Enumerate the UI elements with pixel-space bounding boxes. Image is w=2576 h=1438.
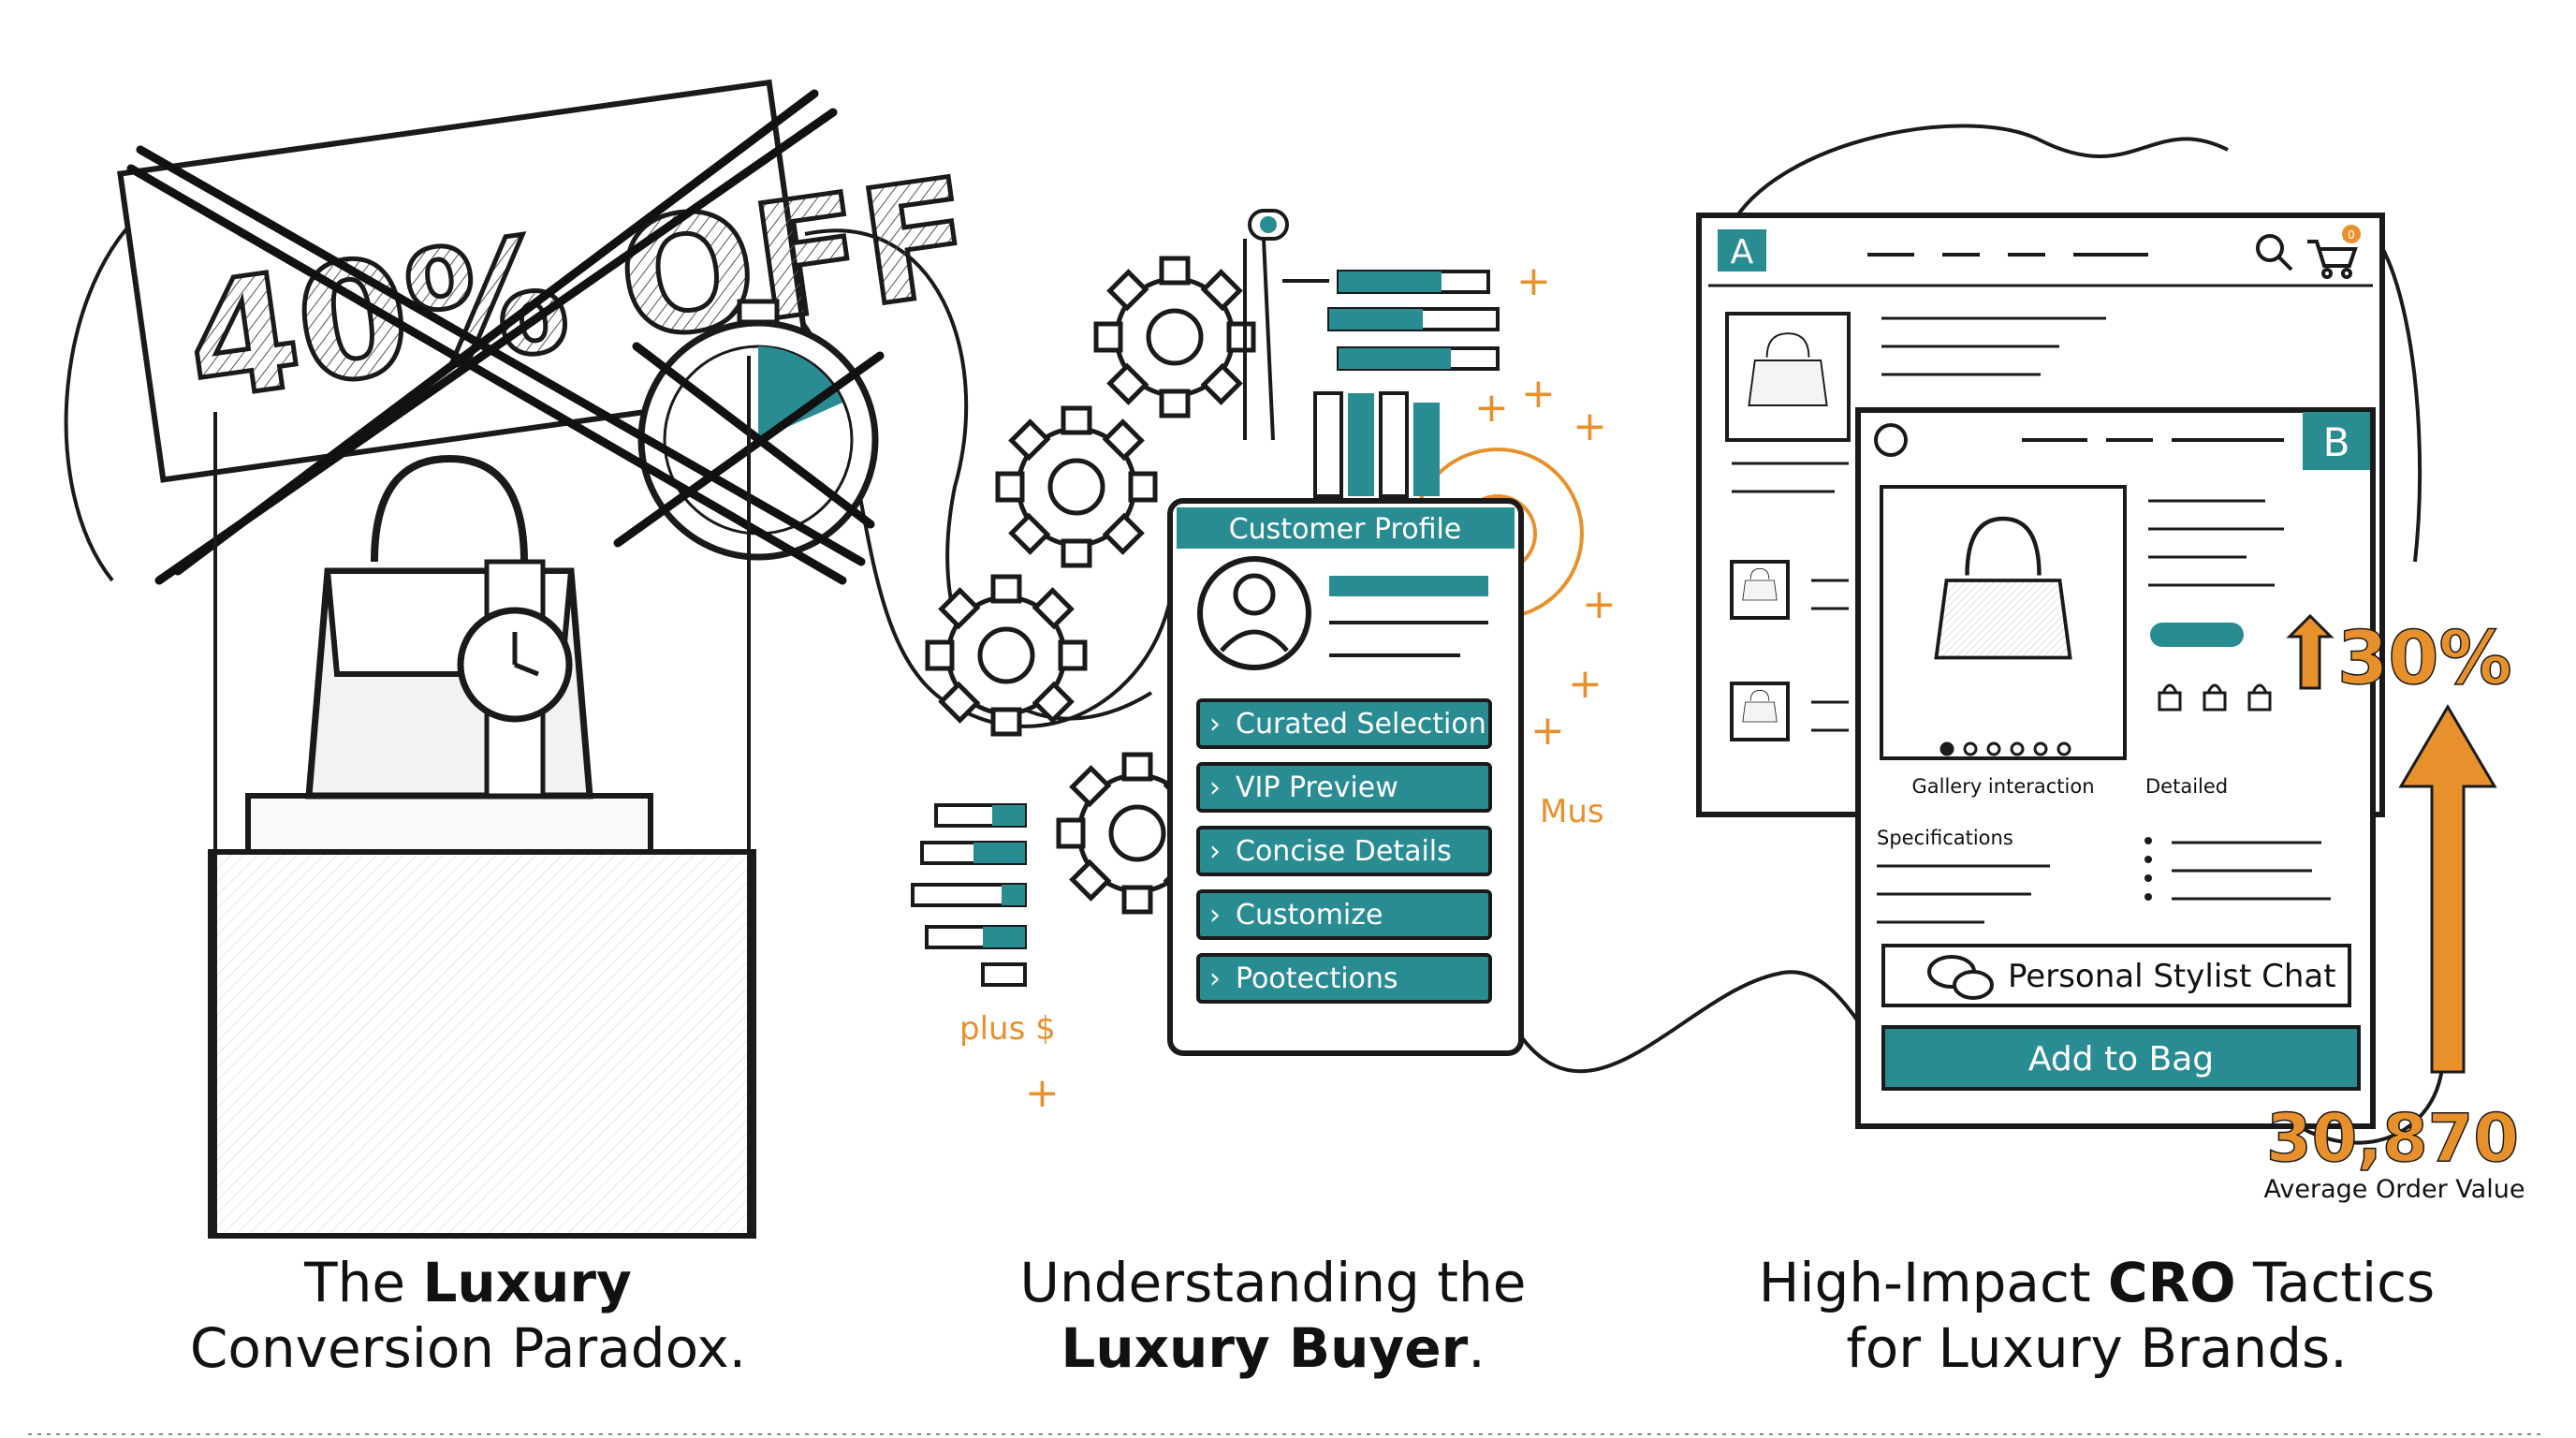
chat-bubbles-icon — [1927, 955, 1994, 1000]
aov-value: 30,870 — [2266, 1100, 2519, 1177]
menu-item-curated-selection[interactable]: › Curated Selection — [1196, 698, 1492, 749]
svg-text:+: + — [1530, 707, 1565, 755]
badge-b: B — [2323, 419, 2350, 465]
label-mus: Mus — [1540, 793, 1604, 830]
menu-item-label: Curated Selection — [1236, 708, 1486, 741]
cart-count-badge: 0 — [2348, 228, 2355, 242]
chevron-right-icon: › — [1209, 962, 1221, 995]
add-to-bag-button[interactable]: Add to Bag — [1881, 1025, 2361, 1091]
menu-item-vip-preview[interactable]: › VIP Preview — [1196, 762, 1492, 813]
menu-item-label: Customize — [1236, 899, 1383, 932]
product-page-variant-b: B Gallery interaction — [1855, 407, 2376, 1129]
menu-item-label: Pootections — [1236, 962, 1398, 995]
caption-luxury-buyer: Understanding the Luxury Buyer. — [1019, 1251, 1527, 1380]
panel-luxury-buyer: Customer Profile › Curated Selection › V… — [911, 209, 1617, 1117]
caption-cro-tactics: High-Impact CRO Tactics for Luxury Brand… — [1758, 1251, 2436, 1380]
uplift-arrows — [2286, 613, 2497, 1074]
svg-text:+: + — [1582, 580, 1617, 628]
menu-item-label: VIP Preview — [1236, 771, 1398, 804]
badge-a: A — [1731, 233, 1754, 271]
avatar-icon — [1197, 556, 1311, 670]
gallery-dots[interactable] — [1939, 741, 2071, 756]
svg-text:+: + — [1516, 257, 1551, 305]
profile-title: Customer Profile — [1229, 513, 1462, 546]
side-progress-bars — [911, 803, 1027, 987]
detailed-label: Detailed — [2145, 775, 2228, 798]
chevron-right-icon: › — [1209, 771, 1221, 804]
svg-text:+: + — [1521, 370, 1556, 418]
svg-text:+: + — [1573, 403, 1607, 450]
menu-item-concise-details[interactable]: › Concise Details — [1196, 826, 1492, 876]
profile-card: Customer Profile › Curated Selection › V… — [1167, 498, 1524, 1056]
handbag-with-watch-icon — [305, 454, 593, 800]
sale-sign-board — [117, 79, 815, 483]
menu-item-customize[interactable]: › Customize — [1196, 889, 1492, 940]
orange-plus-marks: + + + + + + + + — [1025, 257, 1617, 1117]
menu-item-label: Concise Details — [1236, 835, 1452, 868]
label-plus: plus $ — [959, 1010, 1056, 1048]
search-icon[interactable] — [2256, 234, 2293, 271]
add-to-bag-label: Add to Bag — [2028, 1040, 2214, 1078]
aov-label: Average Order Value — [2264, 1175, 2525, 1204]
gallery-label: Gallery interaction — [1911, 775, 2094, 798]
chevron-right-icon: › — [1209, 835, 1221, 868]
data-flow-bars — [1243, 209, 1500, 498]
panel-luxury-paradox: 40% OFF — [117, 79, 986, 1239]
chevron-right-icon: › — [1209, 899, 1221, 932]
personal-stylist-chat-button[interactable]: Personal Stylist Chat — [1881, 944, 2351, 1007]
panel-cro-tactics: A 0 — [1696, 213, 2525, 1204]
svg-text:+: + — [1568, 660, 1603, 708]
chevron-right-icon: › — [1209, 708, 1221, 741]
size-option-icons[interactable] — [2158, 683, 2272, 712]
specifications-label: Specifications — [1877, 827, 2013, 849]
chat-button-label: Personal Stylist Chat — [2008, 958, 2336, 995]
caption-luxury-paradox: The Luxury Conversion Paradox. — [189, 1251, 747, 1380]
uplift-percent: 30% — [2337, 617, 2512, 701]
display-pedestal — [208, 356, 756, 1239]
svg-text:+: + — [1474, 384, 1509, 432]
menu-item-pootections[interactable]: › Pootections — [1196, 953, 1492, 1004]
cart-icon[interactable] — [2307, 240, 2358, 279]
svg-text:+: + — [1025, 1069, 1060, 1117]
handbag-product-icon — [1934, 516, 2072, 660]
